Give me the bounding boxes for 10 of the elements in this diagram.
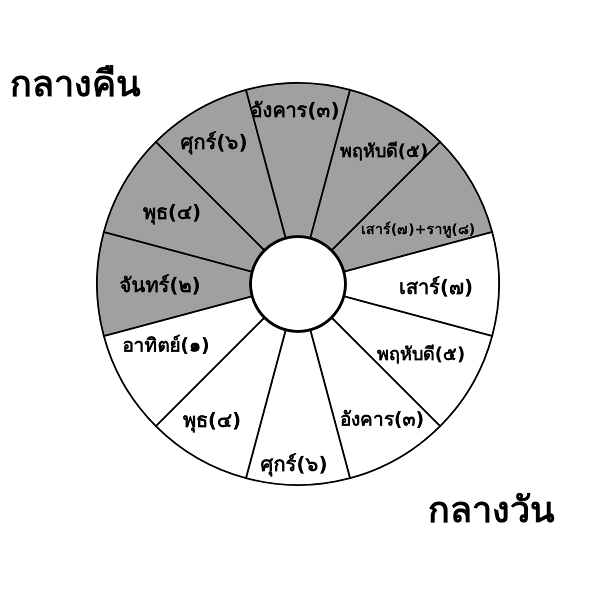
- sector-label: อังคาร(๓): [340, 410, 424, 430]
- sector-label: พฤหับดี(๕): [376, 346, 466, 364]
- zone-title: กลางวัน: [428, 489, 555, 533]
- sector-label: อาทิตย์(๑): [122, 336, 210, 356]
- sector-label: จันทร์(๒): [119, 275, 201, 295]
- sector-label: พฤหับดี(๕): [340, 143, 428, 161]
- sector-label: อังคาร(๓): [250, 100, 340, 120]
- zone-title: กลางคืน: [10, 63, 141, 107]
- sector-label: เสาร์(๗)+ราหู(๘): [360, 223, 476, 237]
- sector-label: เสาร์(๗): [398, 277, 474, 297]
